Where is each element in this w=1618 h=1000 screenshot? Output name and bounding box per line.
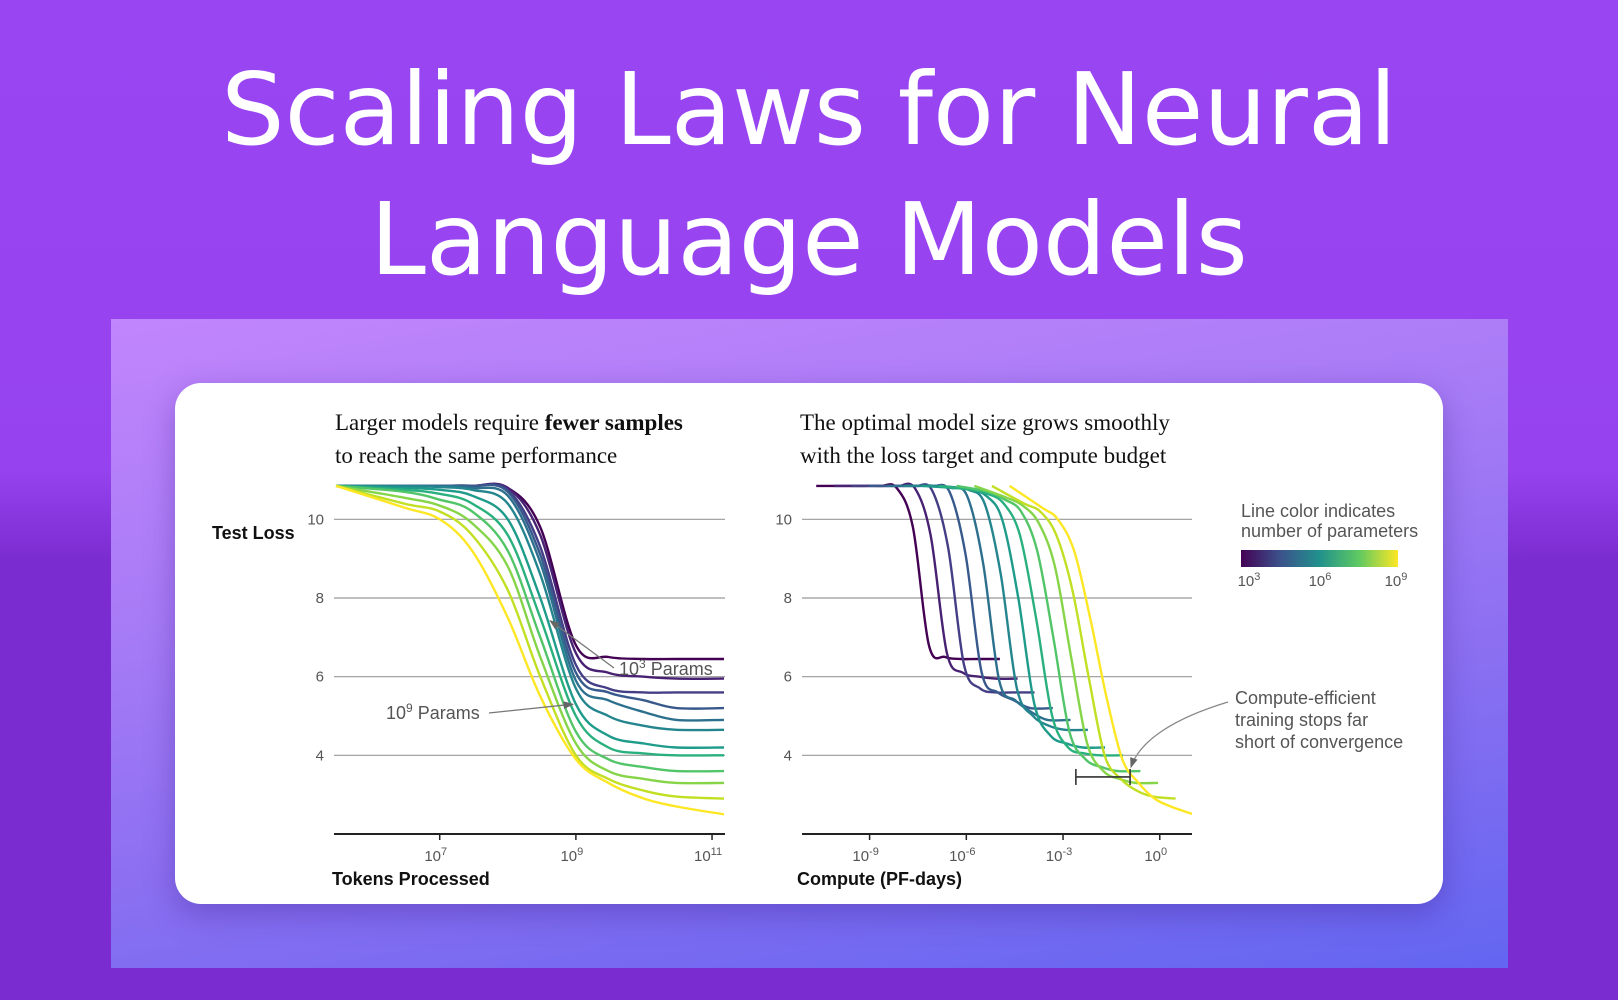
x-tick-label: 10-6 xyxy=(949,846,975,865)
y-axis-label: Test Loss xyxy=(212,523,295,543)
x-tick-label: 10-9 xyxy=(852,846,878,865)
colorbar-tick-label: 106 xyxy=(1309,571,1332,590)
colorbar xyxy=(1241,550,1398,567)
series-line-2 xyxy=(851,483,1035,694)
annotation-arrow xyxy=(549,620,615,669)
y-tick-label: 6 xyxy=(784,669,792,686)
left-x-axis-label: Tokens Processed xyxy=(332,869,490,889)
page-title-line-1: Scaling Laws for Neural xyxy=(221,51,1397,168)
y-tick-label: 6 xyxy=(316,669,324,686)
x-tick-label: 109 xyxy=(560,846,583,865)
annotation-line-3: short of convergence xyxy=(1235,732,1403,752)
left-chart-title-line-2: to reach the same performance xyxy=(335,443,617,468)
x-tick-label: 100 xyxy=(1144,846,1167,865)
series-line-11 xyxy=(335,484,725,816)
series-line-7 xyxy=(939,484,1123,757)
figure-card xyxy=(175,383,1443,904)
series-line-6 xyxy=(335,484,725,749)
annotation-arrow xyxy=(1130,701,1229,769)
annotation-arrow xyxy=(488,701,575,714)
series-line-10 xyxy=(335,484,725,800)
annotation-smallest-model: 103 Params xyxy=(619,657,713,679)
series-line-11 xyxy=(1008,484,1192,816)
x-tick-label: 10-3 xyxy=(1046,846,1072,865)
legend-title-line-1: Line color indicates xyxy=(1241,501,1395,521)
colorbar-tick-label: 109 xyxy=(1385,571,1408,590)
y-tick-label: 8 xyxy=(316,590,324,607)
left-chart: 10 8 6 4 107 109 1011 103 Params 109 Params xyxy=(307,482,725,865)
annotation-line-2: training stops far xyxy=(1235,710,1368,730)
y-tick-label: 8 xyxy=(784,590,792,607)
x-tick-label: 1011 xyxy=(694,846,722,865)
annotation-largest-model: 109 Params xyxy=(386,701,480,723)
title-normal-part: Larger models require xyxy=(335,410,545,435)
series-line-4 xyxy=(886,484,1071,722)
series-line-9 xyxy=(335,484,725,785)
series-line-8 xyxy=(956,484,1141,773)
y-tick-label: 10 xyxy=(775,511,792,528)
title-bold-part: fewer samples xyxy=(545,410,683,435)
series-line-10 xyxy=(991,484,1176,800)
annotation-line-1: Compute-efficient xyxy=(1235,688,1376,708)
series-line-1 xyxy=(833,482,1018,680)
y-tick-label: 4 xyxy=(784,747,792,764)
right-chart: 10 8 6 4 10-9 10-6 10-3 100 xyxy=(775,482,1192,865)
left-chart-title-line-1: Larger models require fewer samples xyxy=(335,410,683,435)
page-title-line-2: Language Models xyxy=(370,181,1248,298)
series-line-5 xyxy=(335,484,725,732)
series-line-7 xyxy=(335,484,725,757)
series-line-8 xyxy=(335,484,725,773)
y-tick-label: 10 xyxy=(307,511,324,528)
convergence-bracket xyxy=(1075,768,1131,785)
right-chart-title-line-1: The optimal model size grows smoothly xyxy=(800,410,1170,435)
right-x-axis-label: Compute (PF-days) xyxy=(797,869,962,889)
y-tick-label: 4 xyxy=(316,747,324,764)
x-tick-label: 107 xyxy=(424,846,447,865)
legend-title-line-2: number of parameters xyxy=(1241,521,1418,541)
right-chart-title-line-2: with the loss target and compute budget xyxy=(800,443,1167,468)
colorbar-tick-label: 103 xyxy=(1238,571,1261,590)
